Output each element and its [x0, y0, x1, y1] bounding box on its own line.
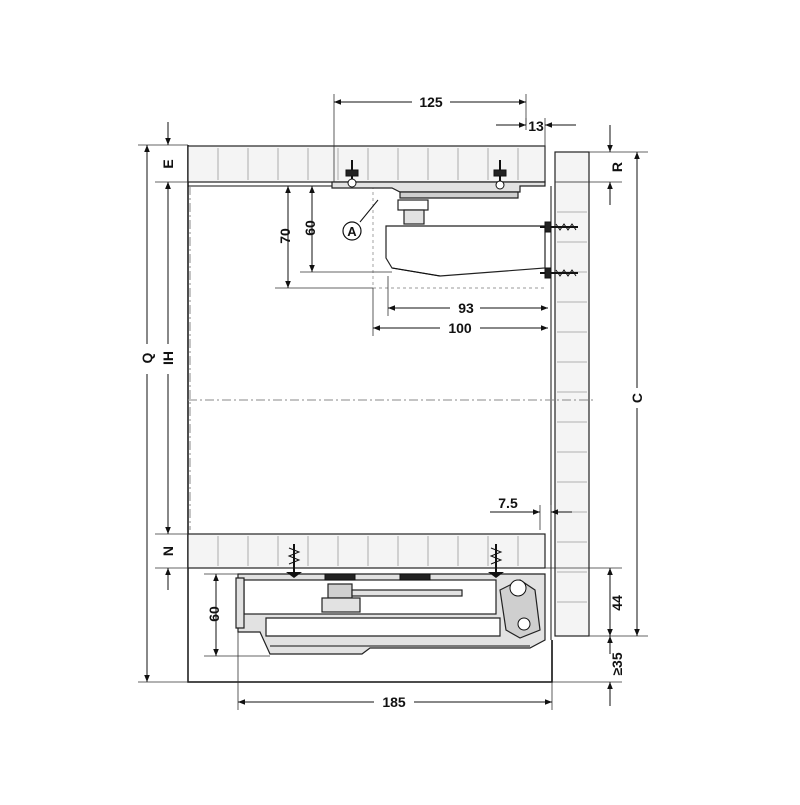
dimension-letter: IH	[160, 351, 176, 365]
dimension-100: 100	[372, 288, 548, 336]
dimension-44: 44	[545, 567, 625, 636]
dimension-label: ≥35	[609, 652, 625, 675]
dimension-label: 70	[277, 228, 293, 244]
top-mounting-bracket	[331, 160, 578, 279]
dimension-n: N	[155, 533, 188, 590]
dimension-label: 13	[528, 118, 544, 134]
screw-icon	[488, 544, 504, 578]
bottom-panel	[187, 533, 546, 569]
dimension-label: 93	[458, 300, 474, 316]
dimension-letter: Q	[139, 352, 155, 363]
screw-icon	[493, 160, 507, 190]
top-panel	[187, 145, 546, 187]
dimension-letter: C	[629, 393, 645, 403]
dimension-35: ≥35	[552, 636, 625, 706]
dimension-label: 60	[206, 606, 222, 622]
callout-label: A	[347, 224, 357, 239]
cabinet-outline	[187, 145, 553, 683]
dimension-e: E	[138, 122, 188, 206]
screw-icon	[286, 544, 302, 578]
dimension-letter: N	[160, 546, 176, 556]
dimension-93: 93	[387, 276, 548, 316]
dimension-70: 70	[275, 186, 373, 289]
dimension-label: 7.5	[498, 495, 518, 511]
dimension-letter: R	[609, 162, 625, 172]
dimension-label: 44	[609, 595, 625, 611]
dimension-label: 185	[382, 694, 406, 710]
dimension-13: 13	[496, 118, 576, 180]
dimension-185: 185	[237, 632, 553, 710]
dimension-q-ih: Q IH	[138, 145, 188, 683]
dimension-125: 125	[333, 92, 527, 182]
dimension-7-5: 7.5	[490, 495, 572, 530]
dimension-label: 100	[448, 320, 472, 336]
front-panel	[550, 151, 590, 640]
dimension-letter: E	[160, 159, 176, 168]
screw-icon	[540, 267, 578, 279]
callout-a: A	[342, 199, 379, 241]
drawer-runner-assembly	[235, 544, 546, 655]
dimension-c: C	[589, 152, 648, 637]
dimension-60-top: 60	[300, 186, 392, 273]
dimension-60-bottom: 60	[204, 573, 270, 657]
screw-icon	[540, 221, 578, 233]
dimension-label: 125	[419, 94, 443, 110]
screw-icon	[345, 160, 359, 188]
dimension-label: 60	[302, 220, 318, 236]
